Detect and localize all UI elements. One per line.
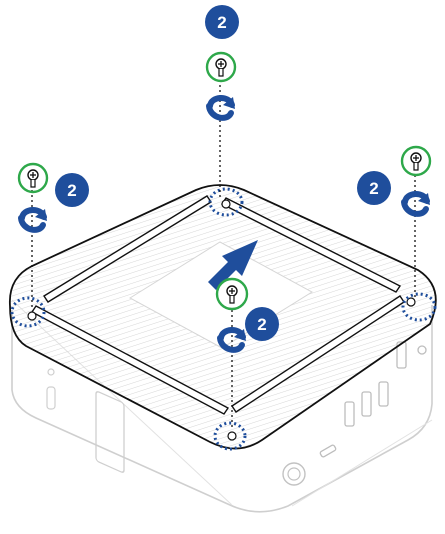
rotate-counterclockwise-icon — [21, 209, 47, 230]
lift-arrow-icon — [208, 240, 258, 290]
step-badge-right: 2 — [357, 171, 391, 205]
power-button — [282, 462, 306, 486]
svg-text:2: 2 — [217, 13, 226, 32]
screw-icon — [27, 169, 39, 188]
rotate-counterclockwise-icon — [404, 193, 430, 214]
screw-highlight-ring — [400, 145, 432, 177]
screw-group-left: 2 — [17, 162, 89, 230]
cover-rails — [30, 195, 405, 415]
screw-highlight-ring — [205, 51, 237, 83]
screw-group-top: 2 — [205, 5, 239, 118]
screw-group-right: 2 — [357, 145, 432, 214]
rotate-counterclockwise-icon — [209, 97, 235, 118]
svg-text:2: 2 — [257, 315, 266, 334]
screw-group-center: 2 — [215, 277, 279, 350]
screw-icon — [215, 58, 227, 77]
screw-location-highlights — [10, 187, 437, 451]
svg-text:2: 2 — [369, 179, 378, 198]
screw-highlight-ring — [17, 162, 49, 194]
step-badge-top: 2 — [205, 5, 239, 39]
screw-icon — [410, 152, 422, 171]
step-badge-left: 2 — [55, 173, 89, 207]
side-port-panel — [46, 368, 125, 473]
step-badge-center: 2 — [245, 307, 279, 341]
svg-text:2: 2 — [67, 181, 76, 200]
corner-screw-holes — [27, 199, 416, 441]
